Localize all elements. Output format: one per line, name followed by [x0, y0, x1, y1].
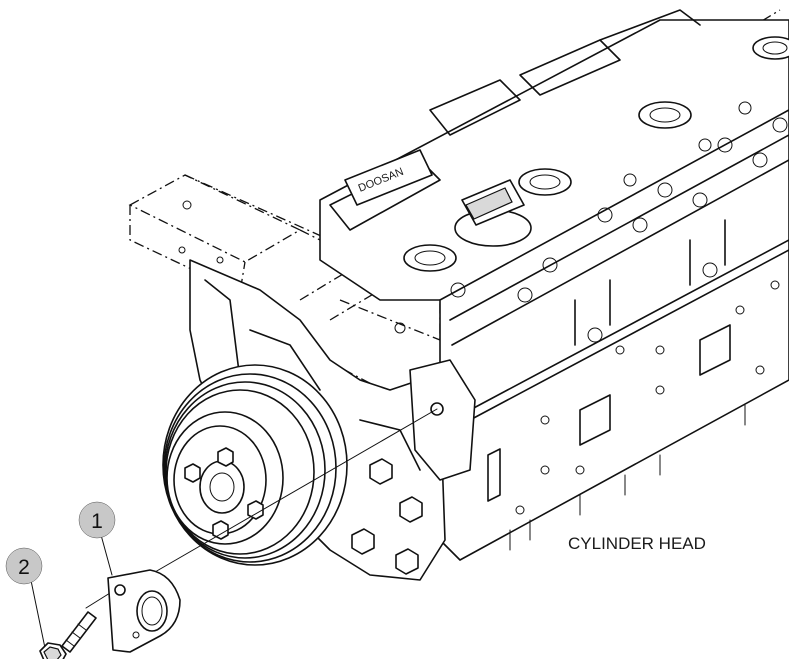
pulley: [162, 364, 348, 566]
cylinder-head-label: CYLINDER HEAD: [568, 534, 706, 553]
callout-2-number: 2: [18, 556, 30, 579]
bracket-part-1: [107, 569, 181, 653]
bolt-part-2: [39, 611, 97, 659]
pulley-bolts: [184, 447, 264, 540]
cylinder-head: [439, 101, 789, 561]
callout-2: 2: [5, 547, 43, 585]
callout-1: 1: [78, 501, 116, 539]
callout-1-number: 1: [91, 510, 103, 533]
housing-bolts: [351, 458, 423, 575]
